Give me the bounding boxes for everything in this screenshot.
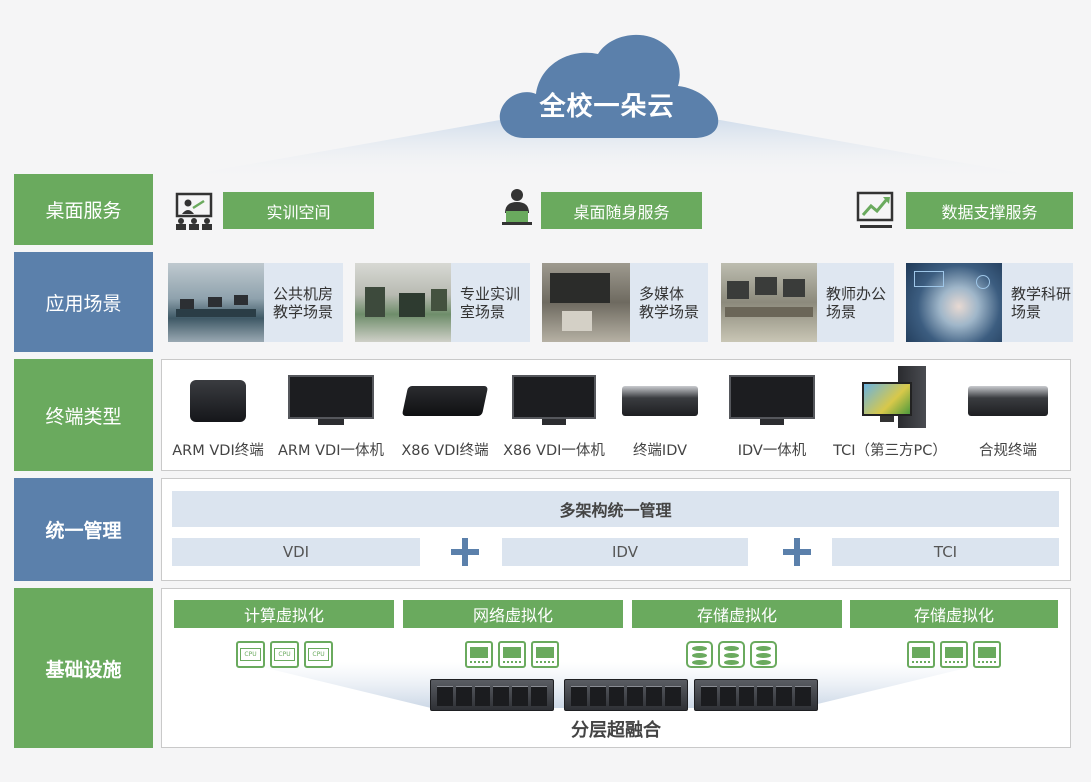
mini-box-icon (190, 380, 246, 422)
terminal-arm-vdi-aio: ARM VDI一体机 (271, 372, 391, 462)
terminal-label: TCI（第三方PC） (833, 443, 947, 459)
scene-label-line1: 教学科研 (1011, 284, 1072, 303)
cpu-icons: CPU CPU CPU (236, 641, 333, 668)
storage-virtualization: 存储虚拟化 (632, 600, 842, 628)
scene-label-line1: 专业实训 (460, 284, 521, 303)
scene-label-line1: 公共机房 (273, 284, 334, 303)
terminal-arm-vdi: ARM VDI终端 (158, 372, 278, 462)
terminal-compliant: 合规终端 (948, 372, 1068, 462)
terminal-label: ARM VDI终端 (172, 443, 264, 459)
monitor-icon (512, 375, 596, 427)
scene-label-line2: 教学场景 (639, 302, 700, 321)
scene-label-line1: 多媒体 (639, 284, 685, 303)
database-icon (718, 641, 745, 668)
network-virtualization: 网络虚拟化 (403, 600, 623, 628)
scene-label-line2: 教学场景 (273, 302, 334, 321)
terminal-x86-vdi-aio: X86 VDI一体机 (494, 372, 614, 462)
scene-label-line1: 教师办公 (826, 284, 887, 303)
server-icon (694, 679, 818, 711)
network-module-icon (907, 641, 935, 668)
service-training-space: 实训空间 (223, 192, 374, 229)
management-idv: IDV (502, 538, 748, 566)
row-label-unified-management: 统一管理 (14, 478, 153, 581)
cloud-title: 全校一朵云 (539, 92, 675, 122)
network-module-icon (465, 641, 493, 668)
cpu-chip-icon: CPU (236, 641, 265, 668)
teacher-screen-icon (175, 192, 213, 230)
management-title: 多架构统一管理 (172, 491, 1059, 527)
row-label-terminal-type: 终端类型 (14, 359, 153, 471)
scene-label-line2: 场景 (826, 302, 857, 321)
cpu-chip-icon: CPU (304, 641, 333, 668)
storage-icons-2 (907, 641, 1001, 668)
scene-label-line2: 场景 (1011, 302, 1042, 321)
terminal-label: X86 VDI一体机 (503, 443, 605, 459)
plus-icon (451, 538, 479, 566)
cloud-icon (499, 34, 719, 138)
server-icon (564, 679, 688, 711)
terminal-idv-aio: IDV一体机 (712, 372, 832, 462)
row-label-infrastructure: 基础设施 (14, 588, 153, 748)
scene-training-room: 专业实训室场景 (355, 263, 530, 342)
storage-virtualization-2: 存储虚拟化 (850, 600, 1058, 628)
user-laptop-icon (502, 189, 532, 225)
cpu-chip-icon: CPU (270, 641, 299, 668)
scene-photo (355, 263, 451, 342)
database-icon (686, 641, 713, 668)
plus-icon (783, 538, 811, 566)
row-label-desktop-service: 桌面服务 (14, 174, 153, 245)
pc-tower-icon (842, 366, 938, 430)
layered-hci-label: 分层超融合 (571, 720, 661, 741)
scene-photo (168, 263, 264, 342)
monitor-icon (288, 375, 374, 427)
management-vdi: VDI (172, 538, 420, 566)
network-module-icon (498, 641, 526, 668)
flat-box-icon (401, 386, 489, 416)
scene-multimedia: 多媒体教学场景 (542, 263, 708, 342)
scene-photo (542, 263, 630, 342)
scene-teacher-office: 教师办公场景 (721, 263, 894, 342)
terminal-label: X86 VDI终端 (401, 443, 489, 459)
database-icon (750, 641, 777, 668)
compute-virtualization: 计算虚拟化 (174, 600, 394, 628)
network-icons (465, 641, 559, 668)
terminal-label: 合规终端 (979, 443, 1037, 459)
scene-public-lab: 公共机房教学场景 (168, 263, 343, 342)
terminal-x86-vdi: X86 VDI终端 (385, 372, 505, 462)
service-data-support: 数据支撑服务 (906, 192, 1073, 229)
network-module-icon (531, 641, 559, 668)
terminal-label: ARM VDI一体机 (278, 443, 384, 459)
terminal-label: 终端IDV (632, 443, 688, 459)
cloud: 全校一朵云 (494, 30, 720, 142)
terminal-tci: TCI（第三方PC） (830, 366, 950, 462)
network-module-icon (973, 641, 1001, 668)
service-portable-desktop: 桌面随身服务 (541, 192, 702, 229)
desktop-box-icon (968, 386, 1048, 416)
row-label-app-scene: 应用场景 (14, 252, 153, 352)
storage-icons (686, 641, 777, 668)
terminal-idv: 终端IDV (600, 372, 720, 462)
management-tci: TCI (832, 538, 1059, 566)
scene-photo (906, 263, 1002, 342)
chart-monitor-icon (856, 191, 894, 228)
scene-photo (721, 263, 817, 342)
network-module-icon (940, 641, 968, 668)
scene-research: 教学科研场景 (906, 263, 1073, 342)
server-icon (430, 679, 554, 711)
desktop-box-icon (622, 386, 698, 416)
monitor-icon (729, 375, 815, 427)
terminal-label: IDV一体机 (737, 443, 807, 459)
scene-label-line2: 室场景 (460, 302, 506, 321)
